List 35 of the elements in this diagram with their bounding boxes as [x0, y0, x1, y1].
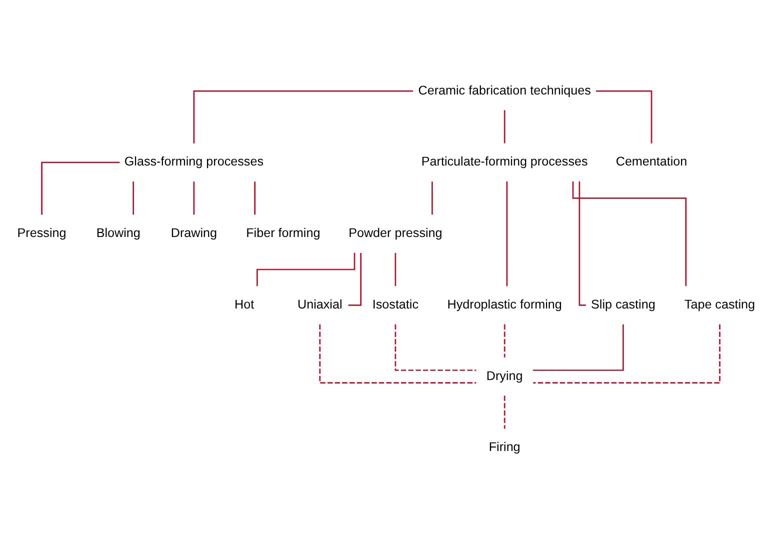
node-text: Firing — [488, 440, 520, 454]
node-text: Pressing — [17, 226, 66, 240]
node-text: Fiber forming — [246, 226, 320, 240]
connector — [432, 181, 433, 214]
node-text: Powder pressing — [348, 226, 442, 240]
node-text: Blowing — [96, 226, 140, 240]
connector — [506, 180, 508, 286]
connector — [504, 395, 506, 428]
connector — [319, 324, 476, 384]
connector — [533, 324, 720, 384]
node-text: Uniaxial — [298, 296, 342, 311]
connector — [504, 324, 506, 357]
connector — [254, 181, 256, 214]
node-text: Drying — [486, 368, 523, 382]
connector — [504, 110, 506, 143]
connector — [394, 324, 476, 370]
node-text: Cementation — [616, 154, 688, 168]
connector — [533, 324, 624, 370]
node-text: Hydroplastic forming — [447, 296, 562, 311]
connector — [572, 181, 687, 286]
node-text: Glass-forming processes — [124, 154, 264, 168]
connector — [41, 161, 120, 214]
connector — [193, 181, 195, 214]
connector — [132, 181, 134, 214]
node-text: Isostatic — [372, 296, 419, 311]
node-text: Hot — [234, 296, 254, 311]
node-text: Drawing — [170, 226, 218, 240]
node-text: Particulate-forming processes — [421, 154, 588, 168]
node-text: Ceramic fabrication techniques — [418, 82, 591, 97]
connector — [256, 252, 356, 286]
connector — [394, 252, 396, 286]
node-text: Slip casting — [591, 296, 656, 311]
connector — [193, 90, 414, 143]
connector — [596, 90, 652, 143]
node-text: Tape casting — [684, 296, 756, 311]
